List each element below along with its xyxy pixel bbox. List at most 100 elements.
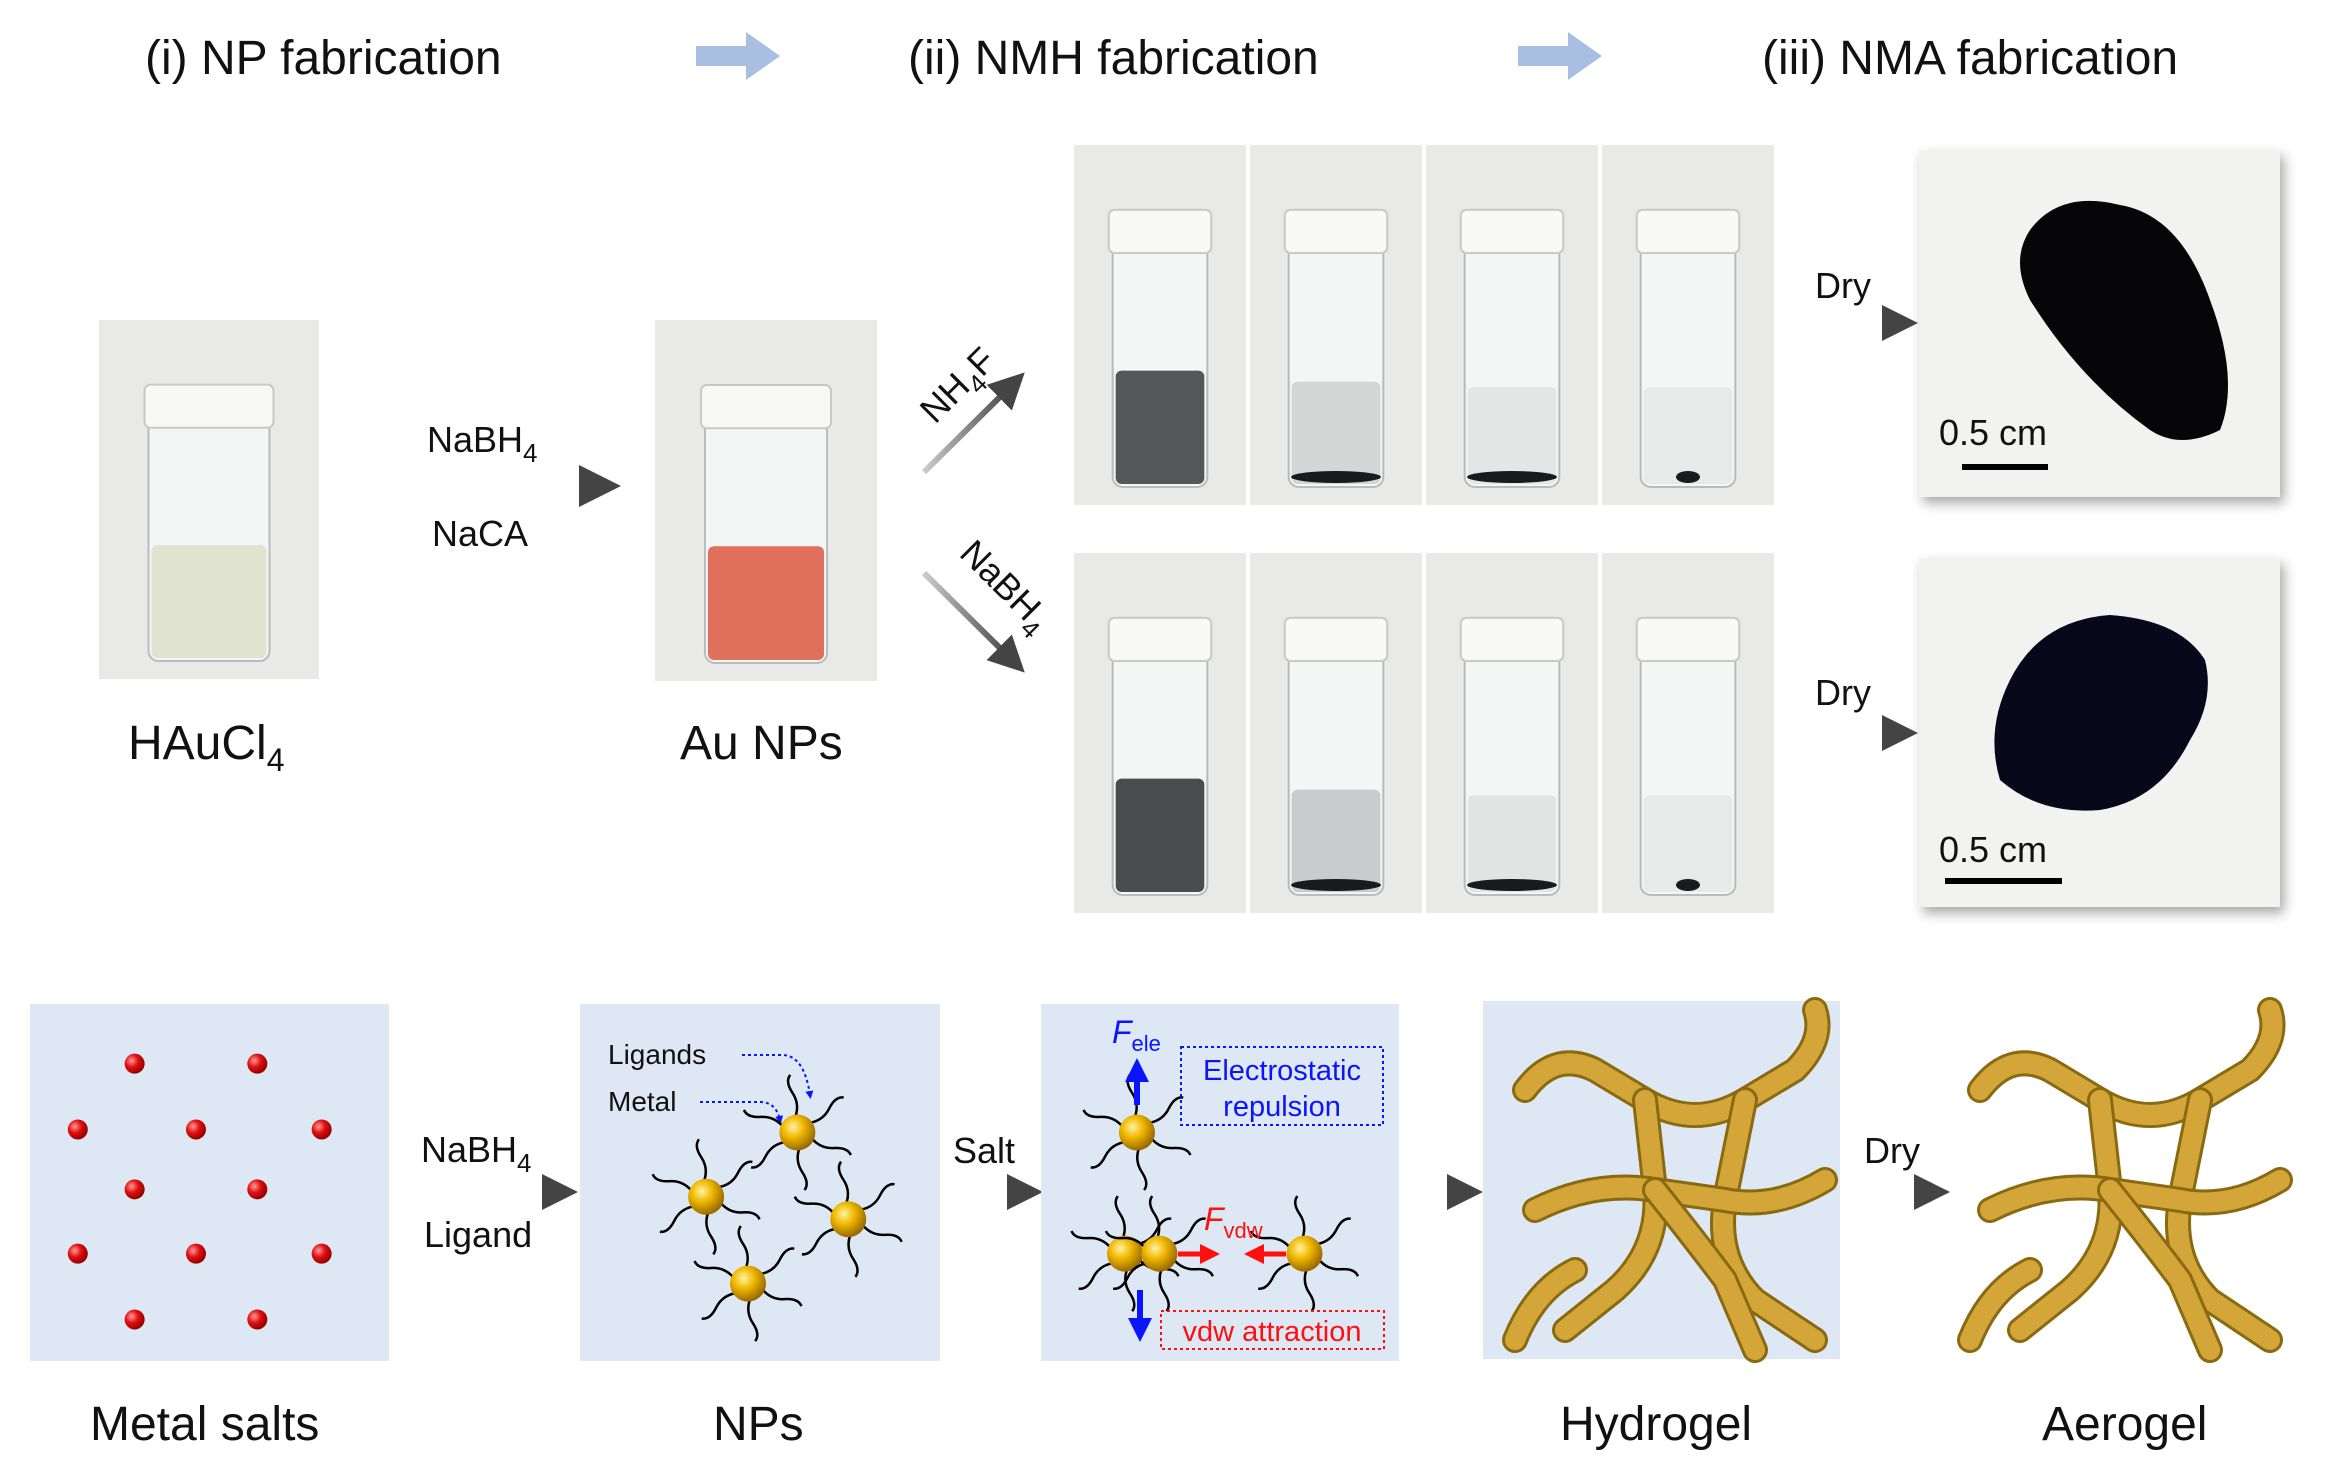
au-np-vial-cap (699, 383, 833, 430)
naca-label: NaCA (432, 513, 528, 554)
ligand-chain (860, 1182, 895, 1211)
ligand-chain (1114, 1195, 1126, 1239)
metal-ion (124, 1053, 145, 1074)
metal-salts-label: Metal salts (90, 1398, 319, 1451)
ligand-chain (701, 1291, 736, 1320)
ligand-chain (1293, 1195, 1306, 1239)
nps-label: NPs (713, 1398, 804, 1451)
vdw-box (1160, 1310, 1385, 1350)
gold-core (779, 1114, 816, 1151)
ligand-chain (1137, 1217, 1172, 1246)
top-vial-4-sediment (1676, 471, 1700, 483)
hydrogel-network (1502, 997, 1838, 1363)
aerogel-photo-bottom: 0.5 cm (1919, 558, 2280, 907)
bottom-vial-2-liquid (1291, 789, 1381, 892)
ligands-pointer (742, 1054, 814, 1099)
ligand-chain (786, 1074, 799, 1118)
hydrogel-label: Hydrogel (1560, 1398, 1752, 1451)
ligand-chain (737, 1225, 749, 1269)
electrostatic-box (1180, 1046, 1384, 1126)
gold-nanoparticle (1082, 1074, 1192, 1191)
strut (2100, 1180, 2220, 1360)
ligand-chain (719, 1202, 761, 1220)
gold-core (1118, 1114, 1155, 1151)
metal-ion (311, 1119, 332, 1140)
ligand-chain (1258, 1262, 1293, 1290)
strut (1505, 1260, 1585, 1350)
bottom-vial-2-cap (1283, 616, 1389, 662)
ligand-chain (811, 1137, 852, 1156)
bottom-vial-3-cap (1459, 616, 1565, 662)
nh4f-route-arrow (921, 372, 1025, 475)
ligand-chain (742, 1109, 784, 1128)
aerogel-network (1957, 997, 2293, 1363)
bottom-vial-1-cap (1107, 616, 1213, 662)
top-vial-2-cap (1283, 208, 1389, 255)
ligand-chain (1104, 1230, 1146, 1249)
repulsion-label: repulsion (1223, 1091, 1341, 1123)
metal-ion (247, 1309, 268, 1330)
strut (1960, 1260, 2040, 1350)
gold-nanoparticle (693, 1225, 803, 1342)
aerogel-label: Aerogel (2042, 1398, 2207, 1451)
nh4f-hydrogel-vial-series (1074, 145, 1774, 505)
metal-callout: Metal (608, 1086, 676, 1117)
bottom-vial-3-sediment (1467, 879, 1557, 891)
gold-core (1106, 1235, 1143, 1272)
ligand-chain (760, 1247, 795, 1276)
ligand-chain (651, 1173, 693, 1192)
metal-ion (185, 1243, 206, 1264)
metal-ion (311, 1243, 332, 1264)
ligand-chain (1124, 1269, 1136, 1312)
ligand-label: Ligand (424, 1214, 532, 1255)
ligand-chain (1112, 1262, 1147, 1290)
gold-core (688, 1178, 725, 1215)
nh4f-label: NH4F (912, 339, 1009, 436)
vdw-attraction-label: vdw attraction (1183, 1316, 1362, 1348)
scale-bar-top (1962, 464, 2048, 470)
top-vial-3-liquid (1467, 387, 1557, 484)
haucl4-vial-cap (143, 383, 275, 429)
nabh4-route-label: NaBH4 (947, 532, 1060, 645)
ligand-chain (1249, 1230, 1291, 1249)
haucl4-label: HAuCl4 (128, 717, 285, 778)
scale-label-top: 0.5 cm (1939, 412, 2047, 453)
ligand-chain (862, 1224, 903, 1243)
ligand-chain (1150, 1137, 1192, 1156)
ligand-chain (695, 1138, 708, 1182)
bottom-vial-4-cap (1635, 616, 1741, 662)
bottom-vial-4-liquid (1643, 795, 1733, 892)
ligand-chain (1070, 1230, 1112, 1249)
header-arrow-2 (1518, 32, 1602, 80)
haucl4-vial-photo (99, 320, 319, 679)
dry-label-top: Dry (1815, 265, 1871, 306)
salt-label: Salt (953, 1130, 1015, 1171)
ligand-chain (1173, 1259, 1214, 1277)
bottom-vial-4-sediment (1676, 879, 1700, 891)
ligand-chain (1303, 1269, 1316, 1312)
nps-panel (580, 1004, 940, 1361)
aerogel-photo-top: 0.5 cm (1919, 150, 2280, 497)
gold-nanoparticle (1104, 1195, 1214, 1312)
nabh4-label: NaBH4 (427, 419, 538, 468)
ligand-chain (705, 1212, 717, 1256)
header-arrow-1 (696, 32, 780, 80)
top-vial-1-cap (1107, 208, 1213, 255)
au-nps-vial-photo (655, 320, 877, 681)
header-np-fabrication: (i) NP fabrication (145, 32, 502, 85)
gold-core (1286, 1235, 1323, 1272)
ligand-chain (801, 1227, 836, 1256)
nanoparticles (651, 1074, 903, 1342)
schematic-nabh4-label: NaBH4 (421, 1129, 532, 1178)
top-vial-4-liquid (1643, 387, 1733, 484)
nabh4-route-arrow (921, 570, 1025, 673)
ligand-chain (796, 1147, 808, 1191)
ligand-chain (1082, 1109, 1124, 1128)
ligand-chain (659, 1205, 694, 1234)
bottom-vial-1-liquid (1115, 778, 1205, 892)
bottom-vial-2-sediment (1291, 879, 1381, 891)
strut (1970, 1000, 2283, 1125)
ligand-chain (1090, 1140, 1125, 1169)
au-nps-label: Au NPs (680, 717, 843, 770)
ligand-chain (1149, 1096, 1184, 1125)
